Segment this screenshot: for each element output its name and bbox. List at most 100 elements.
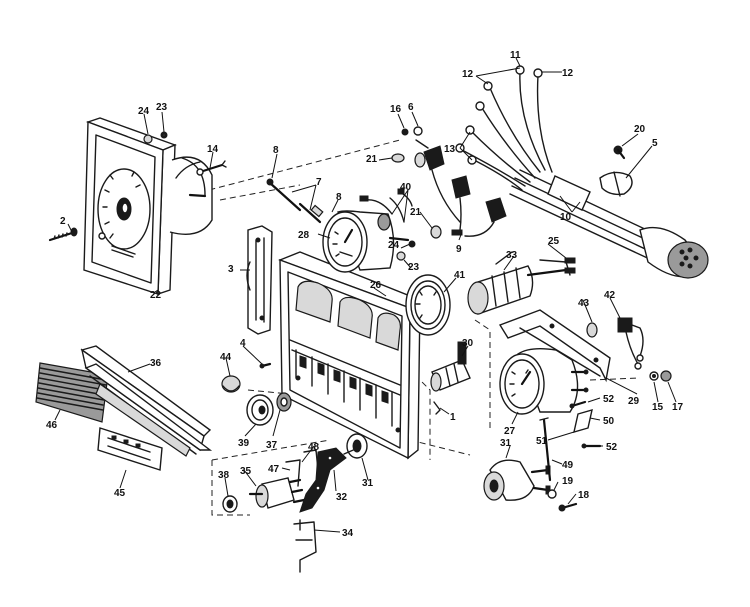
part-5-clamp: [599, 171, 633, 197]
part-18-19-screw-washer: [547, 489, 578, 512]
callout-11: 11: [510, 50, 521, 61]
callout-numbers: 2 3 4 5 6 7 8 8 9 10 11 12 12 13 14 15 1…: [46, 50, 684, 539]
callout-29: 29: [628, 396, 640, 407]
part-31-ignition-switch: [483, 459, 551, 501]
callout-21-upper: 21: [366, 154, 378, 165]
callout-23-lower: 23: [408, 262, 420, 273]
part-7-8-studs: [266, 178, 346, 225]
part-38-nut: [222, 495, 238, 513]
part-45-label-plate: [97, 427, 163, 471]
part-4-screw: [259, 362, 272, 369]
callout-47: 47: [268, 464, 280, 475]
callout-8-lower: 8: [336, 192, 342, 203]
callout-12-right: 12: [562, 68, 574, 79]
part-35-toggle-switch: [248, 477, 306, 509]
callout-18: 18: [578, 490, 590, 501]
leader-lines: [54, 57, 677, 533]
part-2-screw: [48, 227, 78, 242]
callout-28: 28: [298, 230, 310, 241]
callout-43: 43: [578, 298, 590, 309]
callout-42: 42: [604, 290, 616, 301]
part-49-rod: [539, 417, 552, 482]
callout-44: 44: [220, 352, 232, 363]
callout-16: 16: [390, 104, 402, 115]
part-23-24-nut-washer-mid: [396, 240, 416, 261]
callout-38: 38: [218, 470, 230, 481]
callout-49: 49: [562, 460, 574, 471]
callout-37: 37: [266, 440, 278, 451]
callout-22: 22: [150, 290, 162, 301]
part-50-52-clips: [569, 400, 602, 449]
callout-24-upper: 24: [138, 106, 150, 117]
callout-20: 20: [634, 124, 646, 135]
callout-2: 2: [60, 216, 66, 227]
part-36-trim-channel: [80, 345, 213, 457]
callout-45: 45: [114, 488, 126, 499]
part-28-round-gauge: [322, 210, 410, 273]
callout-33: 33: [506, 250, 518, 261]
callout-30: 30: [462, 338, 474, 349]
callout-50: 50: [603, 416, 615, 427]
part-10-wiring-harness: [509, 169, 709, 279]
callout-52-upper: 52: [603, 394, 615, 405]
callout-24-lower: 24: [388, 240, 400, 251]
part-39-knob: [246, 394, 274, 426]
part-27-round-gauge: [499, 347, 589, 415]
callout-51: 51: [536, 436, 548, 447]
callout-40: 40: [400, 182, 412, 193]
part-37-nut: [276, 392, 292, 412]
callout-21-lower: 21: [410, 207, 422, 218]
callout-14: 14: [207, 144, 219, 155]
callout-31-right: 31: [500, 438, 512, 449]
part-47-48-clips: [285, 449, 319, 487]
part-40-wires-bulbs: [359, 153, 442, 239]
part-1-clip: [433, 401, 441, 415]
part-20-screw: [613, 145, 626, 160]
callout-6: 6: [408, 102, 414, 113]
callout-10: 10: [560, 212, 572, 223]
part-32-lever-plate: [299, 447, 359, 513]
callout-8-upper: 8: [273, 145, 279, 156]
part-11-13-wire-leads: [455, 65, 553, 191]
part-14-pin: [196, 160, 227, 176]
callout-17: 17: [672, 402, 684, 413]
part-33-buzzer: [467, 251, 576, 315]
callout-5: 5: [652, 138, 658, 149]
callout-46: 46: [46, 420, 58, 431]
callout-12-left: 12: [462, 69, 474, 80]
callout-27: 27: [504, 426, 516, 437]
callout-26: 26: [370, 280, 382, 291]
part-3-bracket: [246, 225, 273, 335]
callout-36: 36: [150, 358, 162, 369]
part-44-knob: [221, 375, 241, 393]
part-31-grommet: [346, 433, 368, 459]
callout-39: 39: [238, 438, 250, 449]
part-34-spring-clip: [293, 519, 317, 573]
callout-7: 7: [316, 177, 322, 188]
part-15-17-washer-nut: [649, 370, 672, 382]
callout-32: 32: [336, 492, 348, 503]
part-22-square-gauge: [83, 117, 213, 295]
callout-48: 48: [308, 442, 320, 453]
callout-4: 4: [240, 338, 246, 349]
callout-31-lower: 31: [362, 478, 374, 489]
part-29-mounting-bracket: [498, 309, 611, 383]
callout-19: 19: [562, 476, 574, 487]
callout-35: 35: [240, 466, 252, 477]
callout-41: 41: [454, 270, 466, 281]
part-23-24-nut-washer-top: [143, 131, 168, 144]
callout-3: 3: [228, 264, 234, 275]
callout-23-upper: 23: [156, 102, 168, 113]
callout-25: 25: [548, 236, 560, 247]
callout-9: 9: [456, 244, 462, 255]
part-30-switch: [430, 341, 471, 392]
part-46-grille-strip: [35, 362, 109, 423]
callout-13: 13: [444, 144, 456, 155]
callout-1: 1: [450, 412, 456, 423]
part-9-socket-harness: [401, 126, 507, 237]
callout-15: 15: [652, 402, 664, 413]
callout-52-lower: 52: [606, 442, 618, 453]
callout-34: 34: [342, 528, 354, 539]
